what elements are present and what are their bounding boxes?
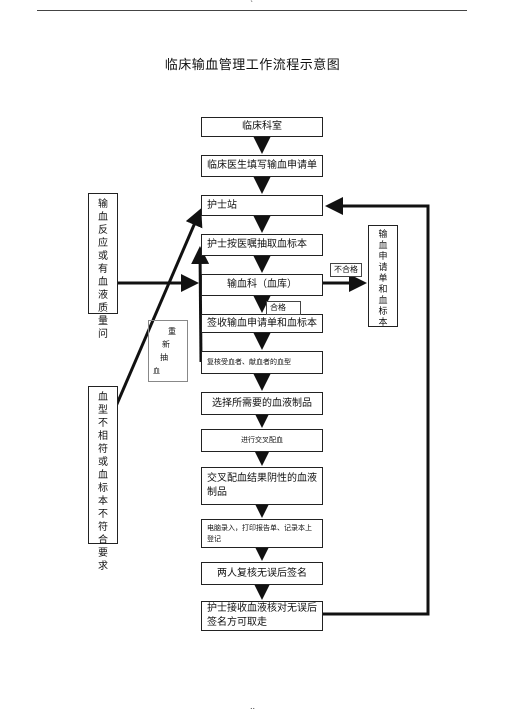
page-top-rule — [37, 10, 467, 11]
node-select-product: 选择所需要的血液制品 — [201, 392, 323, 415]
redraw-char-3: 抽 — [160, 353, 168, 362]
node-crossmatch: 进行交叉配血 — [201, 429, 323, 452]
redraw-char-4: 血 — [153, 367, 160, 375]
redraw-char-1: 重 — [168, 327, 176, 336]
node-application-and-sample: 输血申 请单和 血标本 — [368, 225, 398, 328]
edge-collect-to-station — [323, 197, 430, 616]
redraw-box — [148, 320, 188, 382]
node-transfusion-reaction: 输血反 应或有 血液质 量问 — [88, 193, 118, 340]
page-bottom-mark: .. — [250, 702, 256, 711]
node-recheck: 复核受血者、献血者的血型 — [201, 351, 323, 374]
page-top-mark: ` — [250, 0, 254, 9]
node-blood-type-mismatch: 血型不 相符或 血标本 不符合 要求 — [88, 386, 118, 572]
label-qualified: 合格 — [266, 301, 301, 315]
label-unqualified: 不合格 — [330, 263, 362, 277]
node-sign-receive: 签收输血申请单和血标本 — [201, 314, 323, 333]
node-clinical-dept: 临床科室 — [201, 117, 323, 137]
node-blood-bank: 输血科（血库） — [201, 274, 323, 296]
node-two-person-check: 两人复核无误后签名 — [201, 562, 323, 585]
node-crossmatch-result: 交叉配血结果阴性的血液制品 — [201, 467, 323, 505]
edge-recheck-to-draw — [191, 246, 210, 363]
node-nurse-draw: 护士按医嘱抽取血标本 — [201, 234, 323, 256]
node-doctor-fill: 临床医生填写输血申请单 — [201, 155, 323, 177]
node-nurse-collect: 护士接收血液核对无误后签名方可取走 — [201, 601, 323, 631]
diagram-title: 临床输血管理工作流程示意图 — [164, 58, 341, 73]
redraw-char-2: 新 — [162, 340, 170, 349]
node-nurse-station: 护士站 — [201, 195, 323, 216]
node-computer-entry: 电脑录入，打印报告单、记录本上登记 — [201, 519, 323, 548]
